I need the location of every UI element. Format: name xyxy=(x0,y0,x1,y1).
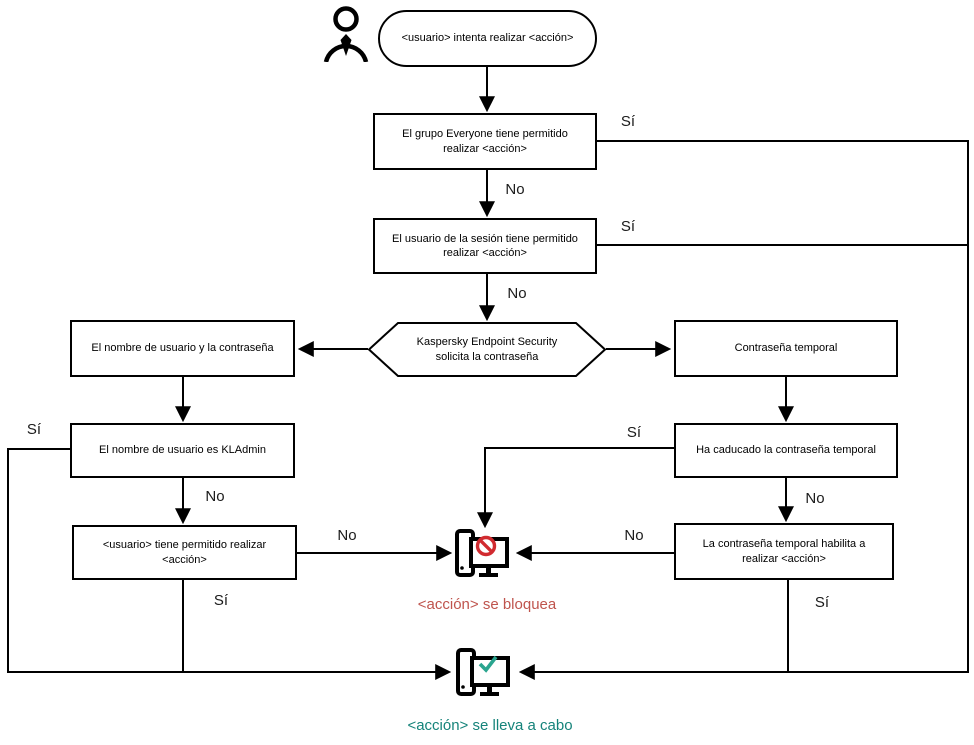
edge-label-no-everyone: No xyxy=(505,181,525,198)
node-temp-password: Contraseña temporal xyxy=(674,320,898,377)
edge-label-yes-user-allowed: Sí xyxy=(213,592,229,609)
node-username-password: El nombre de usuario y la contraseña xyxy=(70,320,295,377)
edge-label-yes-everyone: Sí xyxy=(620,113,636,130)
edge-label-no-kladmin: No xyxy=(205,488,225,505)
node-start: <usuario> intenta realizar <acción> xyxy=(378,10,597,67)
hexagon-shape xyxy=(368,322,606,377)
node-user-allowed: <usuario> tiene permitido realizar <acci… xyxy=(72,525,297,580)
node-temp-allows: La contraseña temporal habilita a realiz… xyxy=(674,523,894,580)
edge-label-yes-kladmin: Sí xyxy=(26,421,42,438)
node-label: <usuario> intenta realizar <acción> xyxy=(401,32,574,45)
node-temp-expired: Ha caducado la contraseña temporal xyxy=(674,423,898,478)
edge-label-no-temp-expired: No xyxy=(805,490,825,507)
edge-label-no-temp-allows: No xyxy=(624,527,644,544)
node-label: El usuario de la sesión tiene permitido … xyxy=(392,232,578,259)
edge-label-no-session: No xyxy=(507,285,527,302)
node-label: El nombre de usuario es KLAdmin xyxy=(99,444,266,457)
action-blocked-label: <acción> se bloquea xyxy=(417,596,557,613)
action-performed-label: <acción> se lleva a cabo xyxy=(407,717,573,734)
node-is-kladmin: El nombre de usuario es KLAdmin xyxy=(70,423,295,478)
computer-check-icon xyxy=(456,648,510,696)
edge-label-no-user-allowed: No xyxy=(337,527,357,544)
edge-label-yes-temp-expired: Sí xyxy=(626,424,642,441)
node-kes-password-prompt: Kaspersky Endpoint Security solicita la … xyxy=(368,322,606,377)
computer-blocked-icon xyxy=(455,529,509,577)
node-session-user: El usuario de la sesión tiene permitido … xyxy=(373,218,597,274)
node-label: <usuario> tiene permitido realizar <acci… xyxy=(102,539,267,566)
node-label: El grupo Everyone tiene permitido realiz… xyxy=(402,128,568,155)
node-label: El nombre de usuario y la contraseña xyxy=(91,342,274,355)
node-group-everyone: El grupo Everyone tiene permitido realiz… xyxy=(373,113,597,170)
node-label: Kaspersky Endpoint Security solicita la … xyxy=(416,336,558,363)
node-label: La contraseña temporal habilita a realiz… xyxy=(702,538,866,565)
edge-label-yes-temp-allows: Sí xyxy=(814,594,830,611)
node-label: Contraseña temporal xyxy=(734,342,838,355)
node-label: Ha caducado la contraseña temporal xyxy=(696,444,876,457)
person-icon xyxy=(323,6,369,62)
edge-label-yes-session: Sí xyxy=(620,218,636,235)
